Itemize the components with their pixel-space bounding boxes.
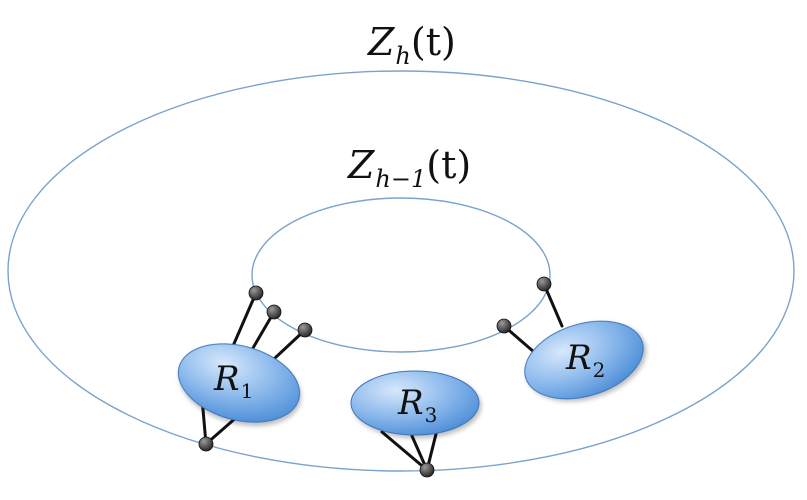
outer-label-sub: h: [395, 42, 410, 70]
region-r3-shape: [350, 370, 480, 436]
node-outer-r1: [198, 436, 214, 452]
node-outer-r3: [419, 462, 435, 478]
nodes: [198, 276, 552, 478]
region-r1-shape: [177, 343, 301, 423]
node-inner-r1-b: [266, 304, 282, 320]
region-r3-sub: 3: [425, 403, 438, 427]
outer-ring-label: Zh(t): [367, 20, 456, 70]
svg-text:R1: R1: [213, 359, 253, 403]
region-r1-sub: 1: [241, 379, 254, 403]
region-r1-main: R: [213, 359, 240, 399]
svg-text:R2: R2: [565, 338, 605, 382]
inner-ring: [251, 197, 551, 353]
region-r1: R1: [177, 343, 301, 423]
node-inner-r2-a: [536, 276, 552, 292]
node-inner-r1-a: [248, 285, 264, 301]
node-inner-r2-b: [496, 318, 512, 334]
region-r2-shape: [524, 320, 644, 400]
edge-r2-inner-a: [542, 282, 564, 328]
svg-text:R3: R3: [397, 383, 437, 427]
outer-label-arg: (t): [411, 20, 456, 64]
edge-r3-outer-a: [380, 430, 429, 472]
region-r3: R3: [350, 370, 480, 436]
inner-label-main: Z: [347, 143, 375, 187]
region-r2: R2: [524, 320, 644, 400]
inner-ring-label: Zh−1(t): [347, 143, 471, 193]
edge-r1-inner-a: [231, 291, 258, 348]
region-r3-main: R: [397, 383, 424, 423]
region-r2-main: R: [565, 338, 592, 378]
inner-label-arg: (t): [426, 143, 471, 187]
inner-label-sub: h−1: [375, 165, 426, 193]
region-r2-sub: 2: [593, 358, 606, 382]
node-inner-r1-c: [297, 322, 313, 338]
outer-ring: [7, 70, 795, 472]
outer-label-main: Z: [367, 20, 395, 64]
